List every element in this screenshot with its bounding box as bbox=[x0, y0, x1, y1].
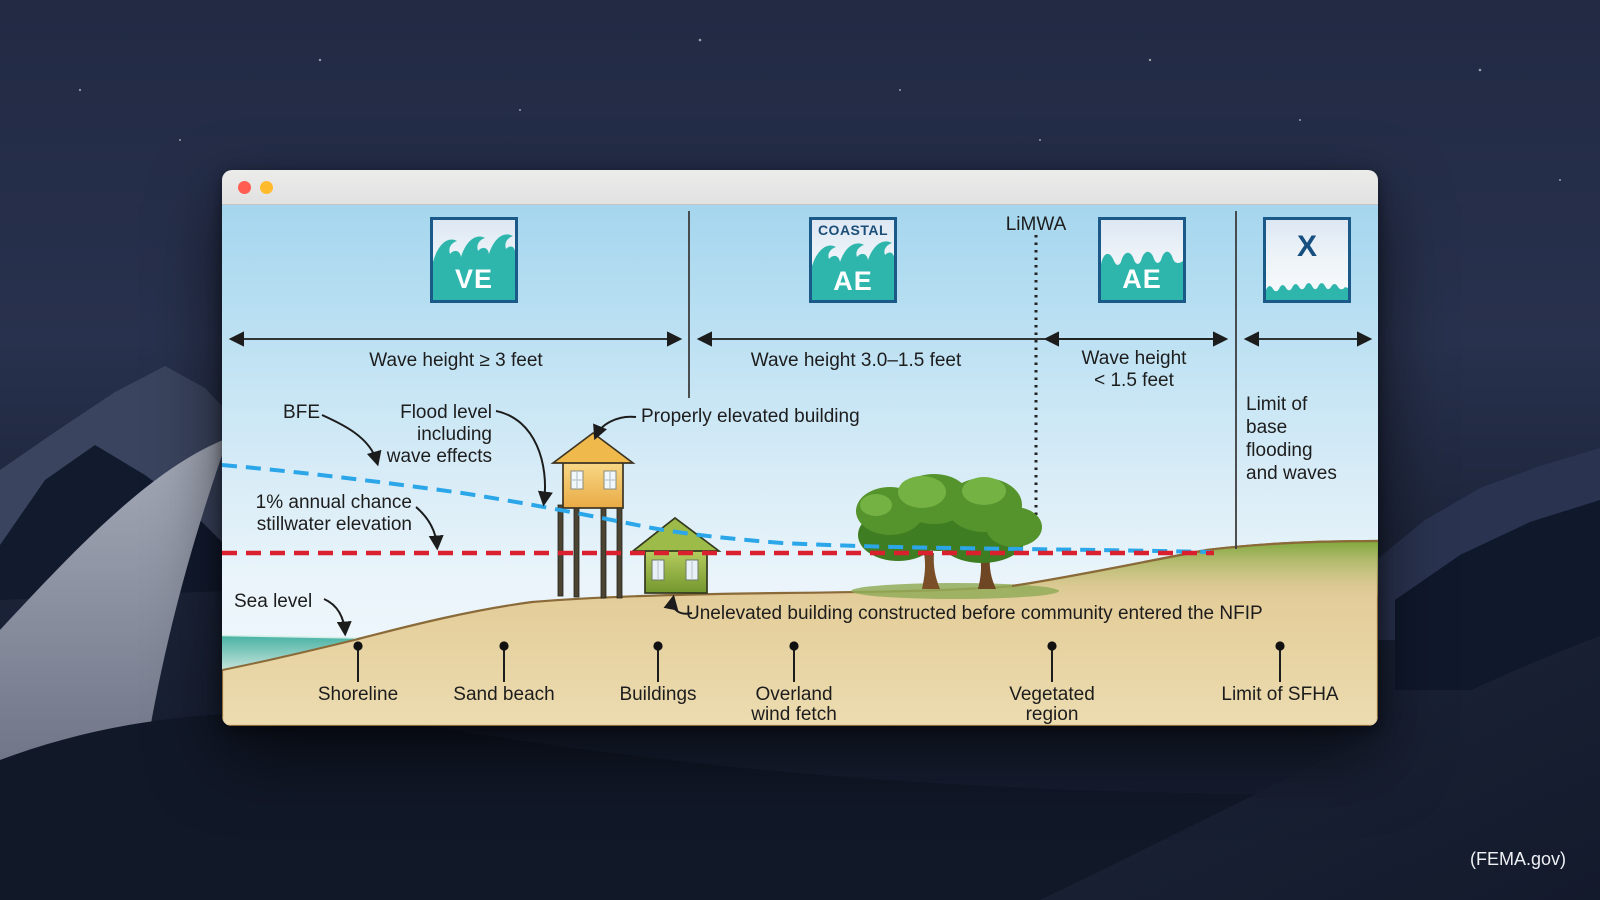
grass-patch-under-trees bbox=[851, 583, 1059, 599]
grass-hill bbox=[1012, 541, 1378, 600]
leader-arrows bbox=[321, 410, 693, 637]
zone-badge-coastal-ae: COASTAL AE bbox=[809, 217, 897, 303]
zone-prefix: COASTAL bbox=[817, 222, 889, 238]
wave-icon bbox=[1101, 251, 1183, 300]
zone-span-x: Limit of base flooding and waves bbox=[1246, 394, 1337, 484]
ground-label-sand-beach: Sand beach bbox=[453, 684, 555, 705]
wave-icon bbox=[812, 241, 894, 300]
wave-icon bbox=[1266, 283, 1348, 300]
bfe-dashed-line bbox=[222, 463, 1211, 554]
zone-span-ve: Wave height ≥ 3 feet bbox=[369, 350, 543, 371]
close-button[interactable] bbox=[238, 181, 251, 194]
limwa-label: LiMWA bbox=[1005, 214, 1067, 235]
ground-label-overland-wind-fetch: Overland wind fetch bbox=[751, 684, 837, 725]
zone-code: AE bbox=[833, 266, 873, 296]
stars bbox=[78, 38, 1561, 201]
unelevated-label: Unelevated building constructed before c… bbox=[686, 603, 1263, 624]
source-caption: (FEMA.gov) bbox=[1469, 849, 1566, 869]
ground-label-limit-of-sfha: Limit of SFHA bbox=[1221, 684, 1339, 705]
near-mountains-right bbox=[1395, 500, 1600, 690]
sea-water bbox=[222, 635, 358, 669]
minimize-button[interactable] bbox=[260, 181, 273, 194]
zone-code: X bbox=[1296, 230, 1317, 263]
sea-surface bbox=[222, 634, 357, 639]
ground-label-buildings: Buildings bbox=[619, 684, 697, 705]
diagram-canvas: VE COASTAL AE AE X bbox=[222, 205, 1378, 726]
flood-zone-scene bbox=[222, 211, 1378, 726]
zone-span-coastal-ae: Wave height 3.0–1.5 feet bbox=[750, 350, 962, 371]
properly-elevated-label: Properly elevated building bbox=[641, 406, 860, 427]
zone-badge-x: X bbox=[1263, 217, 1351, 303]
ground-label-vegetated-region: Vegetated region bbox=[1009, 684, 1095, 725]
dark-dune-right bbox=[1040, 636, 1600, 900]
zone-badge-ae: AE bbox=[1098, 217, 1186, 303]
zone-code: VE bbox=[454, 264, 494, 294]
ground-label-shoreline: Shoreline bbox=[317, 684, 399, 705]
ground-label-dots bbox=[353, 641, 1285, 651]
ground-label-stems bbox=[357, 648, 1281, 682]
zone-badge-ve: VE bbox=[430, 217, 518, 303]
bfe-label: BFE bbox=[283, 402, 320, 423]
stillwater-label: 1% annual chance stillwater elevation bbox=[255, 492, 412, 535]
app-window: VE COASTAL AE AE X bbox=[222, 170, 1378, 726]
zone-span-ae: Wave height < 1.5 feet bbox=[1081, 348, 1187, 391]
unelevated-building bbox=[630, 516, 722, 594]
wave-icon bbox=[433, 234, 515, 300]
flood-level-label: Flood level including wave effects bbox=[386, 402, 492, 467]
sea-level-label: Sea level bbox=[234, 591, 313, 612]
window-titlebar[interactable] bbox=[222, 170, 1378, 205]
zone-code: AE bbox=[1122, 264, 1162, 294]
trees bbox=[856, 474, 1042, 589]
zoom-button[interactable] bbox=[282, 181, 295, 194]
